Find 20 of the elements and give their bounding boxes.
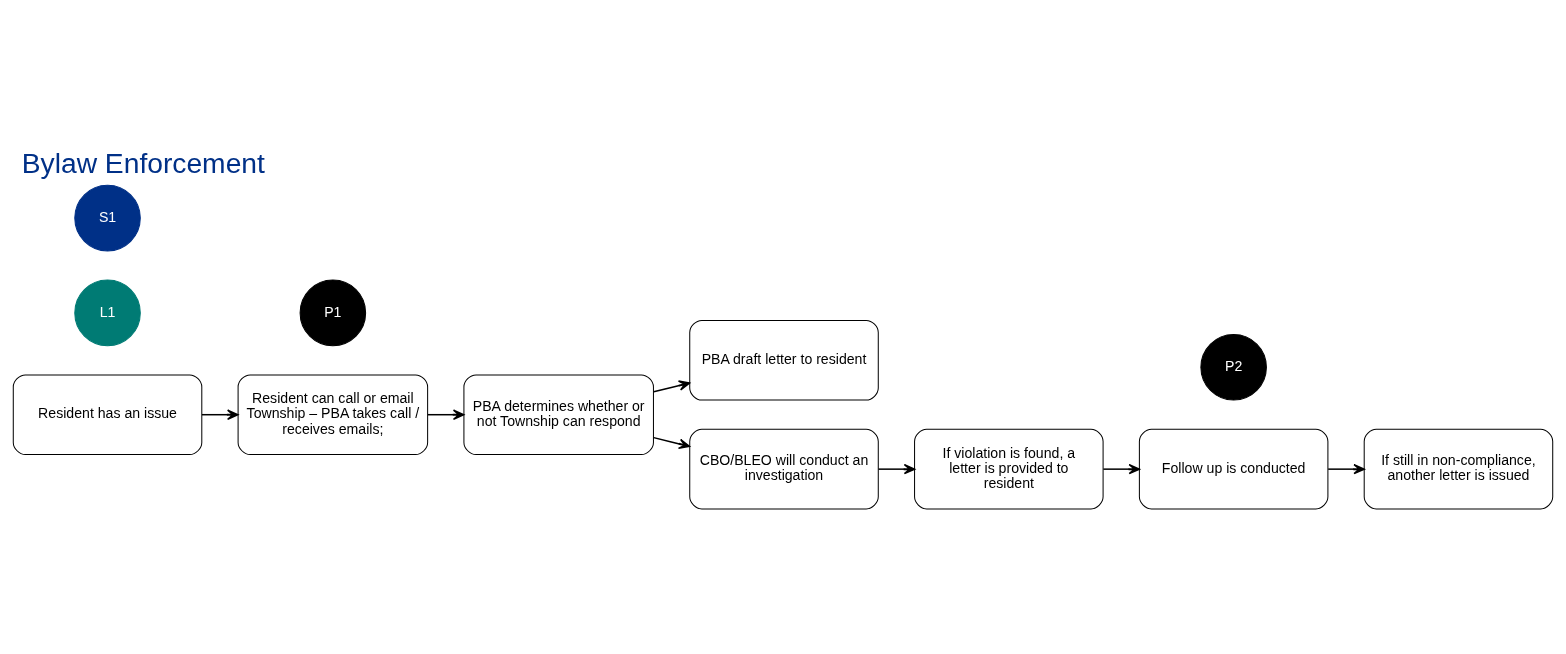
arrow [201,408,239,420]
arrow [1327,463,1365,474]
node-box: Resident has an issue [12,373,203,455]
node-circle: P1 [299,279,367,346]
node-box: CBO/BLEO will conduct an investigation [689,428,879,509]
node-circle: P2 [1200,333,1267,401]
arrow [877,463,916,474]
node-box: If still in non-compliance, another letter is issued [1363,428,1554,509]
node-box: PBA draft letter to resident [689,319,879,401]
arrow [427,408,465,420]
node-circle: L1 [74,279,141,346]
node-box: PBA determines whether or not Township can respond [463,373,654,455]
arrow [653,436,691,449]
node-box: Follow up is conducted [1138,428,1329,509]
diagram-title: Bylaw Enforcement [21,146,265,179]
node-box: If violation is found, a letter is provided to resident [914,428,1104,509]
node-box: Resident can call or email Township – PBA takes call / receives emails; [237,373,429,455]
node-circle: S1 [74,184,141,251]
arrow [1102,463,1141,474]
arrow [653,379,691,393]
